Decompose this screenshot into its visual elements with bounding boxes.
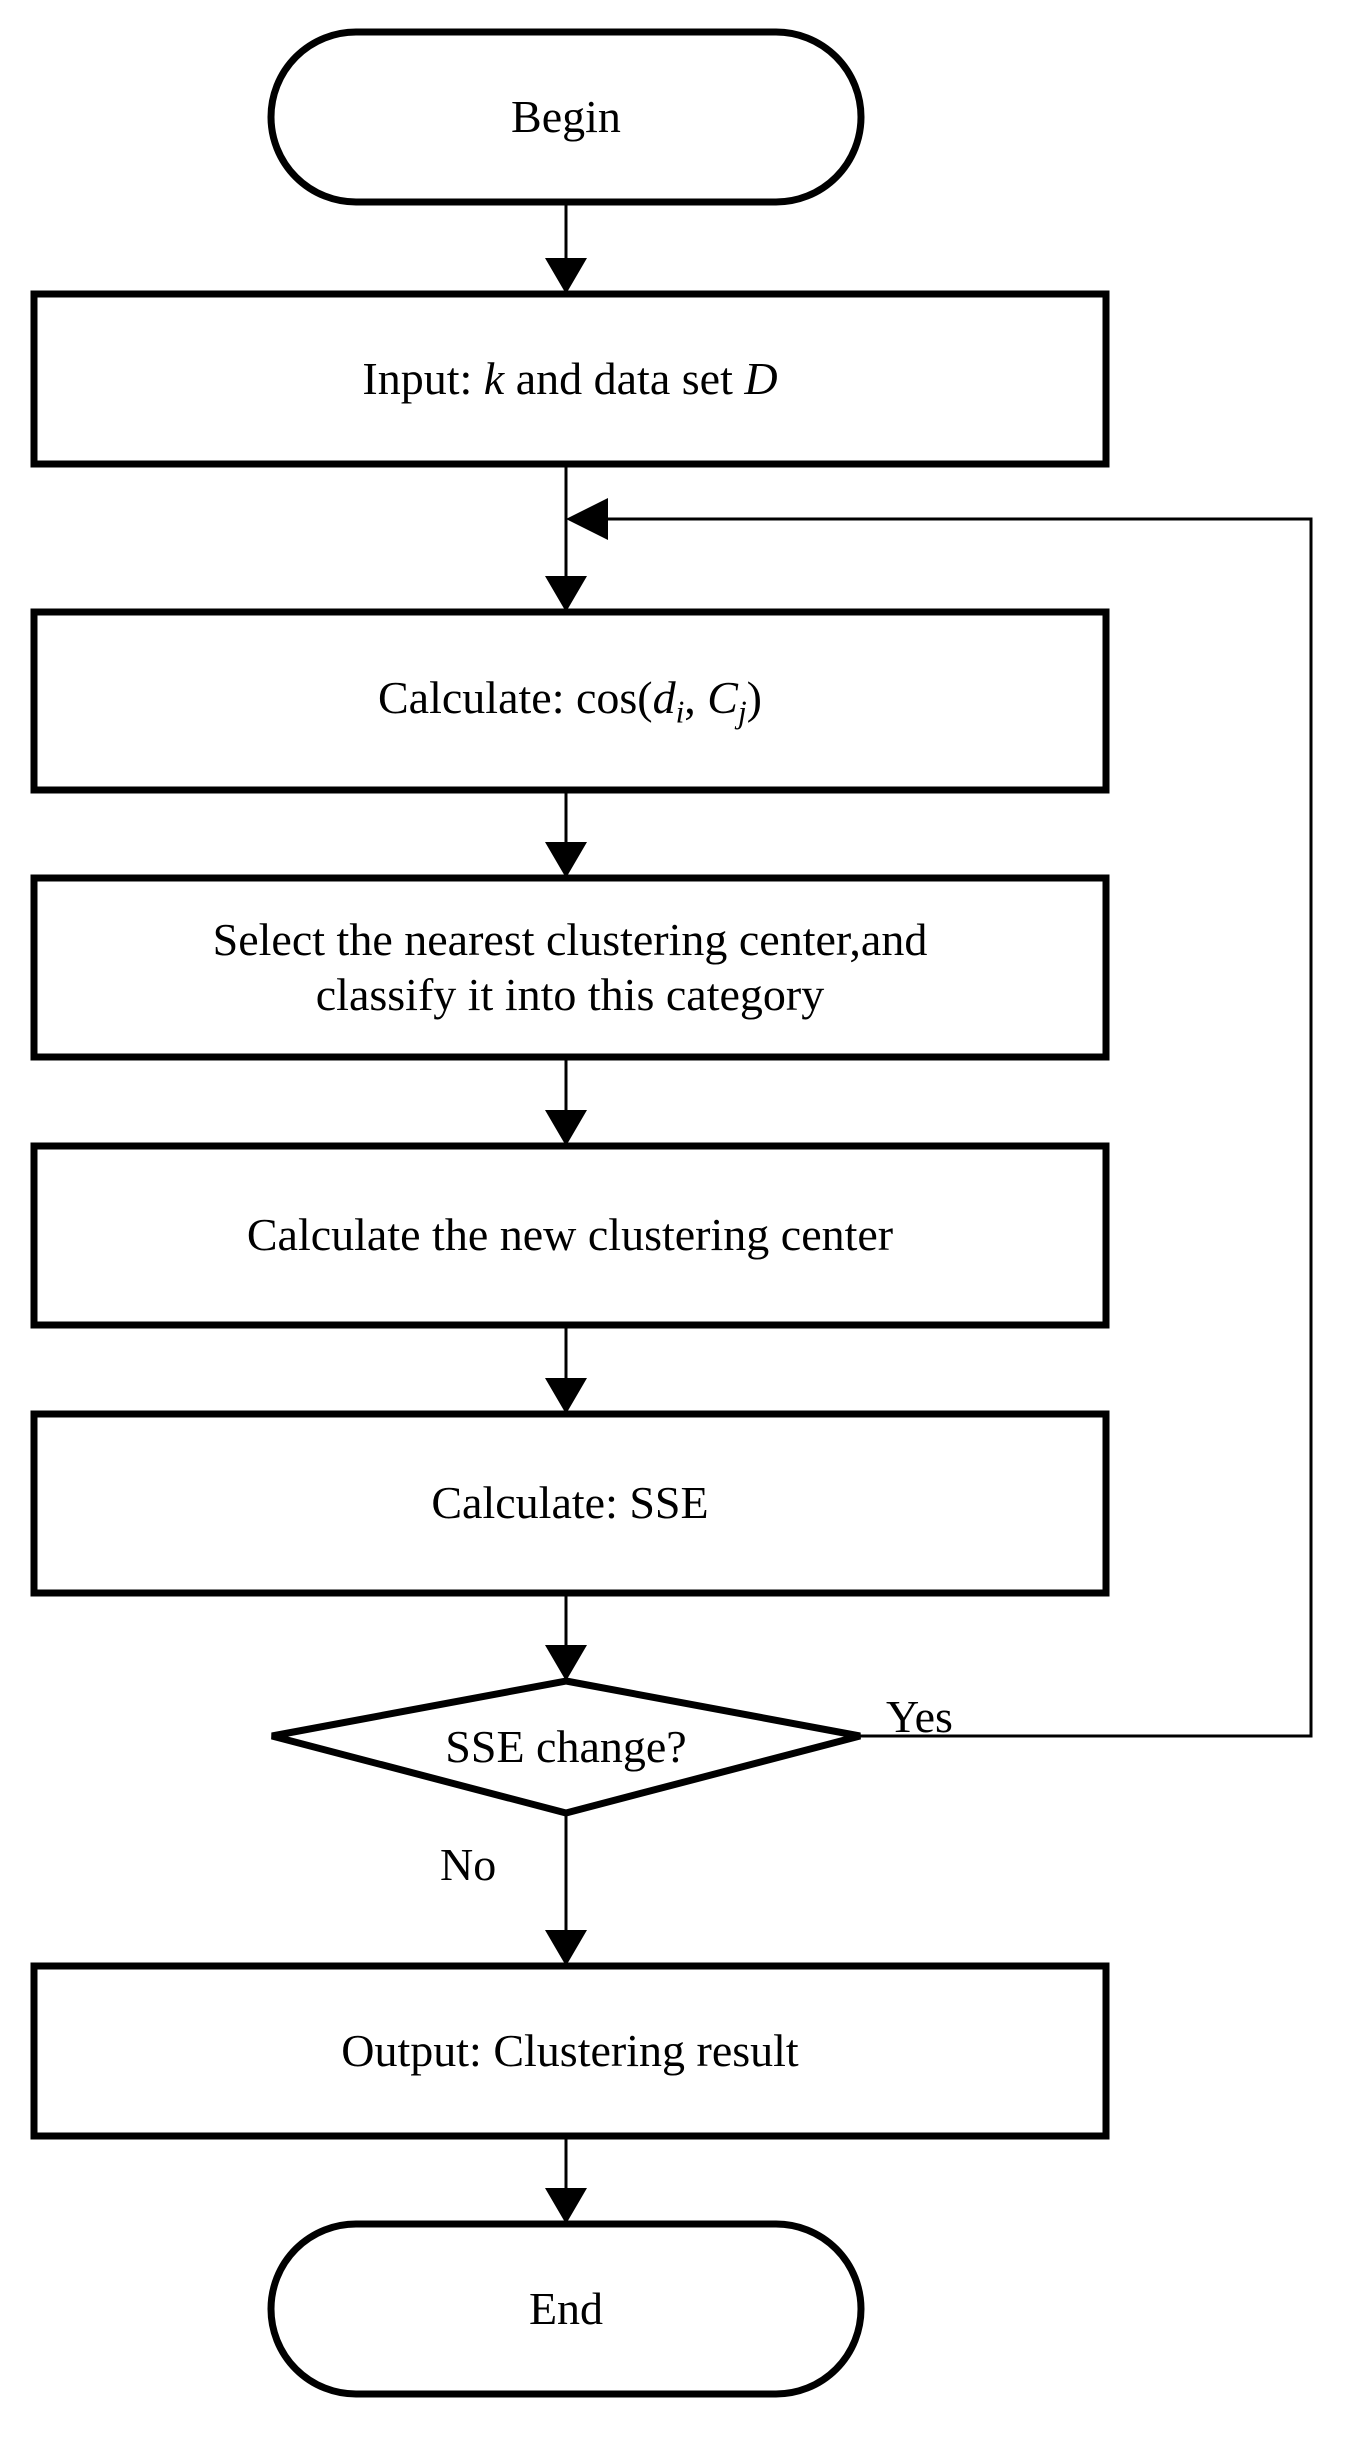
node-shape-decision[interactable]: [271, 1677, 861, 1817]
arrowhead-into-end: [545, 2188, 587, 2224]
node-shape-calc-sse[interactable]: [30, 1410, 1110, 1597]
arrowhead-into-input: [545, 258, 587, 294]
node-shape-calc-cos[interactable]: [30, 608, 1110, 794]
arrowhead-into-output: [545, 1930, 587, 1966]
arrowhead-into-decision: [545, 1645, 587, 1681]
arrowhead-into-newcenter: [545, 1110, 587, 1146]
node-shape-input[interactable]: [30, 290, 1110, 468]
node-shape-begin[interactable]: [267, 28, 865, 206]
node-shapes: [30, 28, 1110, 2398]
arrowheads: [545, 258, 608, 2224]
node-shape-output[interactable]: [30, 1962, 1110, 2140]
edge-feedback-loop-yes: [596, 517, 1313, 1738]
arrowhead-into-calcsse: [545, 1378, 587, 1414]
arrowhead-feedback-into-trunk: [566, 498, 608, 540]
node-shape-new-center[interactable]: [30, 1142, 1110, 1329]
edge-label-yes: Yes: [886, 1691, 953, 1742]
node-shape-select-center[interactable]: [30, 874, 1110, 1061]
arrowhead-into-calccos: [545, 576, 587, 612]
arrowhead-into-select: [545, 842, 587, 878]
node-shape-end[interactable]: [267, 2220, 865, 2398]
edge-label-no: No: [440, 1839, 497, 1890]
connector-lines: [564, 200, 1313, 2202]
